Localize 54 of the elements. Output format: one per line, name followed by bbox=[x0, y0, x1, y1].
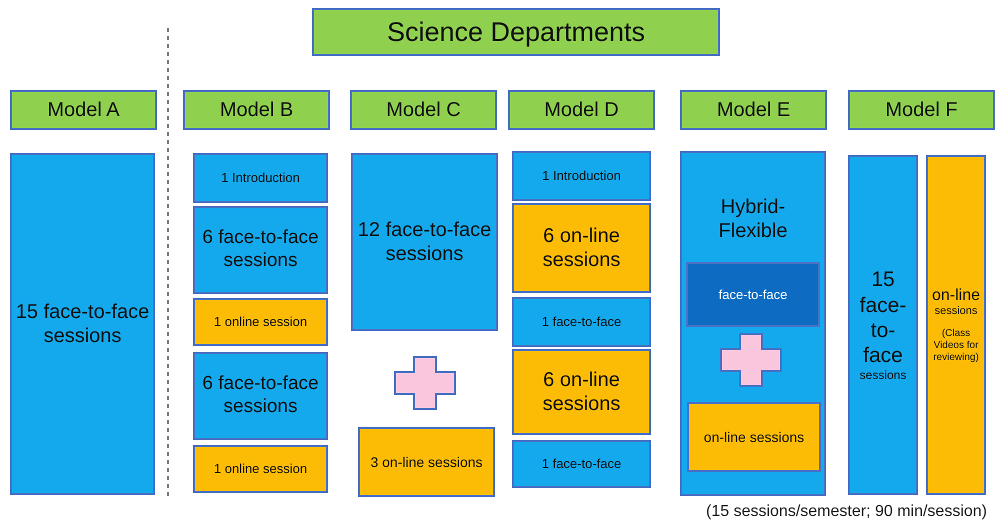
box-text: Model F bbox=[885, 98, 958, 122]
box-text: Model B bbox=[220, 98, 294, 122]
heading-box bbox=[312, 8, 720, 56]
box-text: on-line sessions bbox=[704, 428, 804, 446]
session-box bbox=[512, 151, 651, 201]
box-text: 15 face-to-face bbox=[858, 267, 908, 368]
session-box bbox=[848, 155, 918, 495]
box-text: 15 face-to-face sessions bbox=[15, 300, 150, 348]
box-text: 6 face-to-face sessions bbox=[201, 373, 320, 419]
box-text: 1 Introduction bbox=[542, 168, 621, 184]
box-text: 3 on-line sessions bbox=[370, 454, 483, 470]
session-box bbox=[686, 262, 820, 327]
session-box bbox=[926, 155, 986, 495]
session-box bbox=[193, 445, 328, 493]
caption: (15 sessions/semester; 90 min/session) bbox=[706, 503, 987, 521]
box-text: Model A bbox=[47, 98, 120, 122]
model-label-box bbox=[350, 90, 497, 130]
session-box bbox=[193, 298, 328, 346]
session-box bbox=[512, 349, 651, 435]
model-label-box bbox=[183, 90, 330, 130]
session-box bbox=[512, 440, 651, 488]
box-text: on-line bbox=[932, 286, 980, 305]
box-text: Science Departments bbox=[386, 16, 646, 48]
model-label-box bbox=[508, 90, 655, 130]
session-box bbox=[193, 153, 328, 203]
box-text: 6 on-line sessions bbox=[542, 224, 622, 272]
session-box bbox=[193, 352, 328, 440]
box-text: 1 face-to-face bbox=[542, 314, 622, 330]
session-box bbox=[10, 153, 155, 495]
box-text: 12 face-to-face sessions bbox=[356, 218, 492, 266]
box-text: Model D bbox=[544, 98, 619, 122]
box-text: Hybrid-Flexible bbox=[718, 195, 788, 243]
session-box bbox=[193, 206, 328, 294]
session-box bbox=[512, 203, 651, 293]
session-box bbox=[358, 427, 495, 497]
session-box bbox=[687, 402, 821, 472]
model-label-box bbox=[848, 90, 995, 130]
box-text: 1 online session bbox=[214, 461, 308, 477]
session-box bbox=[351, 153, 498, 331]
model-label-box bbox=[10, 90, 157, 130]
box-text: (Class Videos for reviewing) bbox=[932, 328, 980, 364]
box-text: sessions bbox=[860, 368, 906, 383]
box-text: sessions bbox=[934, 305, 978, 318]
box-text: 1 online session bbox=[214, 314, 308, 330]
box-text: 1 Introduction bbox=[221, 170, 300, 186]
box-text: 6 on-line sessions bbox=[542, 368, 622, 416]
box-text: 1 face-to-face bbox=[542, 456, 622, 472]
box-text: face-to-face bbox=[718, 286, 788, 302]
box-text: 6 face-to-face sessions bbox=[201, 227, 320, 273]
model-label-box bbox=[680, 90, 827, 130]
session-box bbox=[512, 297, 651, 347]
box-text: Model E bbox=[716, 98, 790, 122]
box-text: Model C bbox=[386, 98, 461, 122]
session-box bbox=[680, 151, 826, 496]
